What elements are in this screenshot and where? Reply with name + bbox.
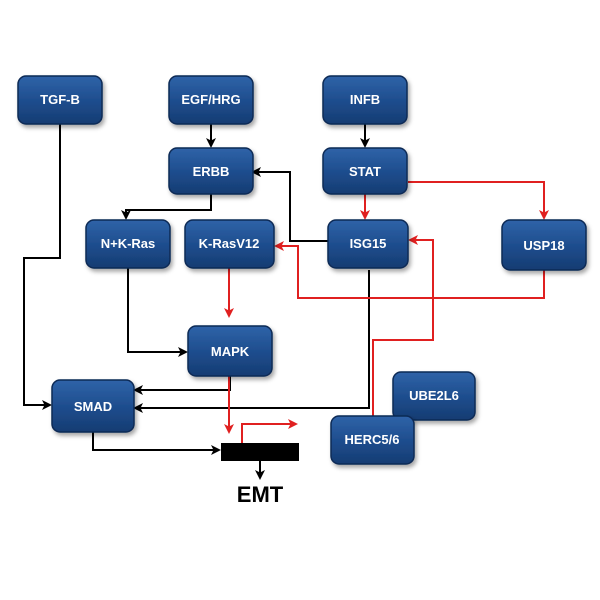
node-egfhrg: EGF/HRG	[168, 75, 254, 125]
emt-block-bar	[221, 443, 299, 461]
node-egfhrg-label: EGF/HRG	[181, 92, 240, 107]
node-smad-label: SMAD	[74, 399, 112, 414]
edge-usp18-krasv12	[274, 241, 545, 299]
node-ube2l6: UBE2L6	[392, 371, 476, 421]
node-mapk-label: MAPK	[211, 344, 250, 359]
node-erbb-label: ERBB	[193, 164, 230, 179]
edge-tgfb-smad	[23, 124, 61, 410]
node-herc56-label: HERC5/6	[345, 432, 400, 447]
edge-nkras-mapk	[127, 268, 188, 357]
node-stat: STAT	[322, 147, 408, 195]
node-infb-label: INFB	[350, 92, 380, 107]
node-krasv12: K-RasV12	[184, 219, 275, 269]
edge-mapk-smad	[133, 376, 231, 395]
node-tgfb: TGF-B	[17, 75, 103, 125]
node-erbb: ERBB	[168, 147, 254, 195]
node-isg15: ISG15	[327, 219, 409, 269]
node-infb: INFB	[322, 75, 408, 125]
red-edges	[224, 181, 549, 443]
node-krasv12-label: K-RasV12	[199, 236, 260, 251]
node-stat-label: STAT	[349, 164, 381, 179]
node-usp18-label: USP18	[523, 238, 564, 253]
emt-label: EMT	[237, 482, 284, 507]
edge-isg15-smad	[133, 270, 370, 413]
edge-isg15-erbb	[251, 167, 328, 242]
edge-erbb-nkras	[121, 194, 212, 220]
node-nkras: N+K-Ras	[85, 219, 171, 269]
edge-herc-isg15	[372, 235, 434, 416]
edge-stat-usp18	[408, 181, 549, 220]
edge-emt-output	[241, 419, 298, 443]
node-usp18: USP18	[501, 219, 587, 271]
node-herc56: HERC5/6	[330, 415, 415, 465]
node-smad: SMAD	[51, 379, 135, 433]
node-ube2l6-label: UBE2L6	[409, 388, 459, 403]
node-mapk: MAPK	[187, 325, 273, 377]
edge-smad-emt	[92, 432, 221, 455]
node-tgfb-label: TGF-B	[40, 92, 80, 107]
node-isg15-label: ISG15	[350, 236, 387, 251]
node-nkras-label: N+K-Ras	[101, 236, 156, 251]
